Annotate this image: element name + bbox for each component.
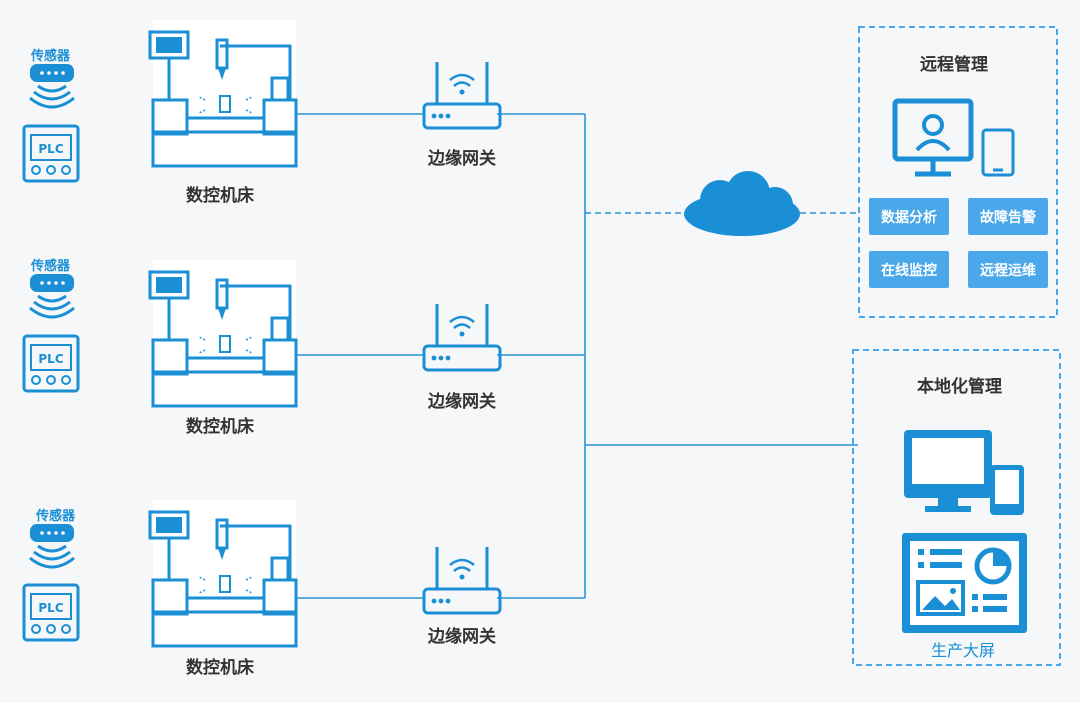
- plc-icon: PLC: [22, 583, 80, 642]
- cnc-machine-label: 数控机床: [186, 658, 254, 678]
- cnc-machine-label: 数控机床: [186, 186, 254, 206]
- cnc-machine-icon: [148, 500, 298, 648]
- edge-gateway-icon: [422, 62, 502, 130]
- local-management-title: 本地化管理: [917, 377, 1002, 397]
- sensor-icon: [29, 64, 75, 109]
- production-screen-label: 生产大屏: [931, 641, 996, 660]
- online-monitoring-button[interactable]: 在线监控: [869, 251, 949, 288]
- edge-gateway-label: 边缘网关: [428, 149, 496, 169]
- edge-gateway-label: 边缘网关: [428, 627, 496, 647]
- local-computer-icon: [904, 430, 1024, 515]
- fault-alarm-button[interactable]: 故障告警: [968, 198, 1048, 235]
- plc-icon: PLC: [22, 334, 80, 393]
- cnc-machine-label: 数控机床: [186, 417, 254, 437]
- sensor-icon: [29, 524, 75, 569]
- sensor-label: 传感器: [31, 259, 71, 274]
- sensor-icon: [29, 274, 75, 319]
- remote-monitor-icon: [892, 98, 974, 177]
- data-analysis-button[interactable]: 数据分析: [869, 198, 949, 235]
- local-management-panel: [852, 349, 1061, 666]
- remote-management-panel: [858, 26, 1058, 318]
- connection-lines: [297, 113, 860, 599]
- svg-text:PLC: PLC: [38, 601, 63, 615]
- edge-gateway-label: 边缘网关: [428, 392, 496, 412]
- remote-management-title: 远程管理: [920, 55, 988, 75]
- edge-gateway-icon: [422, 304, 502, 372]
- sensor-label: 传感器: [31, 49, 71, 64]
- production-screen-icon: [902, 533, 1027, 633]
- cnc-machine-icon: [148, 20, 298, 168]
- cloud-icon: [684, 171, 800, 236]
- remote-maintenance-button[interactable]: 远程运维: [968, 251, 1048, 288]
- sensor-label: 传感器: [36, 509, 76, 524]
- svg-text:PLC: PLC: [38, 142, 63, 156]
- edge-gateway-icon: [422, 547, 502, 615]
- svg-text:PLC: PLC: [38, 352, 63, 366]
- phone-icon: [981, 128, 1015, 177]
- cnc-machine-icon: [148, 260, 298, 408]
- plc-icon: PLC: [22, 124, 80, 183]
